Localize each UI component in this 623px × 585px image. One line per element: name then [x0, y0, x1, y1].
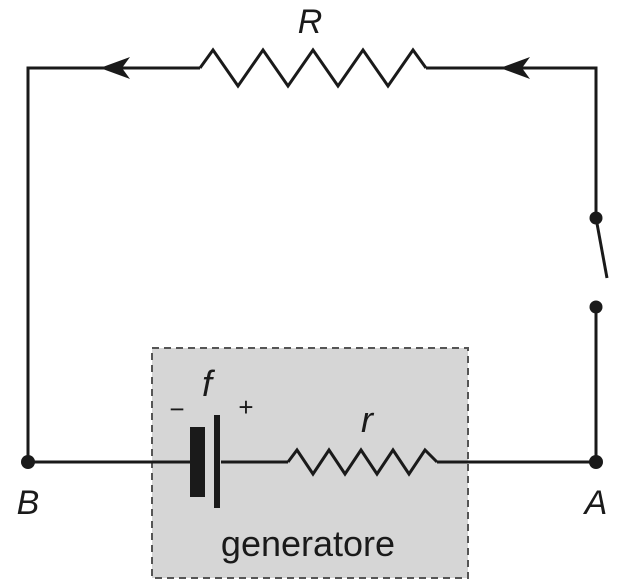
label-R: R: [298, 3, 323, 41]
current-arrow-right: [500, 57, 530, 79]
resistor-R: [198, 47, 428, 89]
resistor-r: [286, 447, 439, 477]
battery-positive-plate: [214, 415, 220, 508]
battery-negative-plate: [190, 427, 205, 497]
label-A: A: [583, 484, 608, 522]
switch-terminal-top: [589, 211, 603, 225]
generator-label: generatore: [221, 523, 395, 564]
top-wire: [26, 47, 598, 462]
current-arrow-left: [100, 57, 130, 79]
label-plus: +: [238, 392, 253, 422]
node-A: [589, 455, 603, 469]
switch: [589, 211, 609, 462]
bottom-wire: [28, 447, 596, 477]
node-B: [21, 455, 35, 469]
label-r: r: [361, 399, 375, 440]
label-minus: −: [169, 394, 184, 424]
label-B: B: [17, 484, 40, 522]
